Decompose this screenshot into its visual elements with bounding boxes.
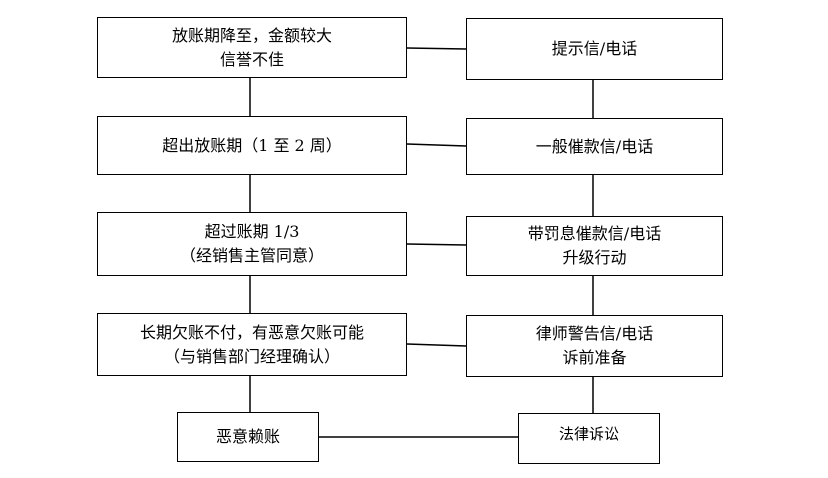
step-overdue-1-2-weeks: 超出放账期（1 至 2 周） [97, 116, 407, 175]
row-connector-1 [406, 47, 467, 50]
step-text: 超出放账期（1 至 2 周） [162, 135, 342, 155]
step-credit-poor: 放账期降至，金额较大 信誉不佳 [97, 17, 407, 78]
action-text: 法律诉讼 [558, 425, 619, 443]
step-text: （与销售部门经理确认） [163, 346, 340, 366]
action-lawyer-warning: 律师警告信/电话 诉前准备 [466, 315, 723, 377]
step-text: 放账期降至，金额较大 [171, 25, 332, 45]
row-connector-4 [406, 343, 467, 347]
step-malicious-default: 恶意赖账 [177, 412, 319, 462]
step-text: 超过账期 1/3 [204, 222, 300, 241]
step-overdue-one-third: 超过账期 1/3 （经销售主管同意） [97, 212, 407, 276]
step-text: （经销售主管同意） [179, 246, 324, 265]
action-text: 诉前准备 [562, 348, 627, 367]
action-text: 带罚息催款信/电话 [527, 224, 662, 243]
action-general-collection: 一般催款信/电话 [466, 118, 723, 175]
step-long-term-default: 长期欠账不付，有恶意欠账可能 （与销售部门经理确认） [97, 313, 407, 376]
action-text: 升级行动 [562, 248, 627, 267]
step-text: 恶意赖账 [215, 427, 280, 446]
step-text: 长期欠账不付，有恶意欠账可能 [139, 322, 364, 342]
step-text: 信誉不佳 [219, 49, 284, 69]
action-reminder: 提示信/电话 [466, 18, 723, 80]
action-text: 提示信/电话 [551, 39, 638, 58]
action-penalty-collection: 带罚息催款信/电话 升级行动 [466, 216, 723, 276]
action-text: 一般催款信/电话 [535, 136, 654, 156]
row-connector-3 [406, 243, 467, 246]
action-text: 律师警告信/电话 [535, 324, 654, 343]
action-litigation: 法律诉讼 [518, 413, 660, 464]
row-connector-2 [406, 143, 467, 147]
